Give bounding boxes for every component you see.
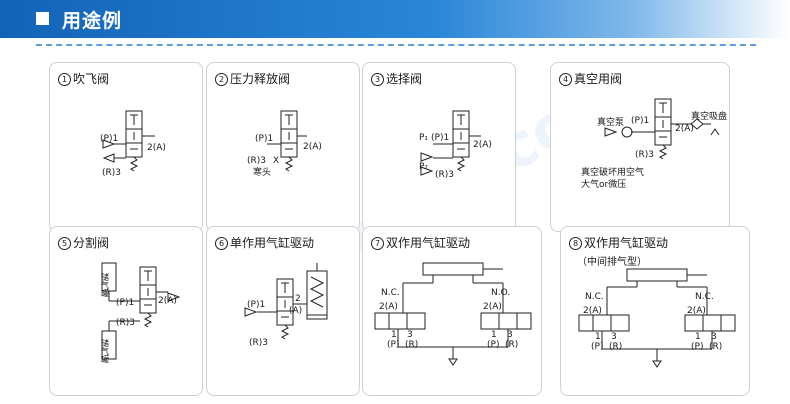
split-valve-diagram: 储气罐 储气罐 (P)1 2(A) (R)3 [101,262,181,364]
svg-text:(P)1: (P)1 [247,300,265,310]
svg-text:储气罐: 储气罐 [101,272,110,298]
svg-text:N.C.: N.C. [585,292,604,302]
svg-text:大气or微压: 大气or微压 [581,178,626,190]
svg-text:3: 3 [407,330,413,340]
svg-text:(P)1: (P)1 [100,134,118,144]
svg-text:N.C.: N.C. [695,292,714,302]
card-subtitle: （中间排气型） [577,257,647,268]
svg-text:(R)3: (R)3 [249,338,268,348]
svg-text:2: 2 [295,294,301,304]
svg-text:(R)3: (R)3 [435,170,454,180]
dashed-divider [36,44,756,46]
section-title: 用途例 [62,10,123,32]
svg-text:寒头: 寒头 [253,166,271,178]
svg-text:2(A): 2(A) [147,143,166,153]
svg-text:(R)3: (R)3 [116,318,135,328]
svg-text:2(A): 2(A) [158,296,177,306]
svg-text:3: 3 [507,330,513,340]
svg-text:(P): (P) [591,342,603,352]
svg-text:(R)3: (R)3 [247,156,266,166]
svg-text:储气罐: 储气罐 [101,338,110,364]
pressure-relief-diagram: (P)1 2(A) (R)3 X 寒头 [247,110,322,178]
vacuum-valve-diagram: 真空泵 (P)1 2(A) (R)3 真空吸盘 真空破坏用空气 大气or微压 [581,98,727,190]
svg-text:(P)1: (P)1 [631,116,649,126]
svg-text:X: X [273,156,279,166]
svg-text:2(A): 2(A) [687,306,706,316]
svg-text:(P)1: (P)1 [431,133,449,143]
center-exhaust-diagram: N.C. N.C. 2(A) 2(A) 1 3 (P) (R) 1 3 (P) … [578,268,736,368]
header-square-icon [36,12,49,25]
svg-text:2(A): 2(A) [473,140,492,150]
svg-text:1: 1 [695,332,701,342]
svg-text:(R): (R) [505,340,518,350]
svg-text:(P)1: (P)1 [255,134,273,144]
svg-text:P₁: P₁ [419,133,428,143]
svg-text:2(A): 2(A) [483,302,502,312]
svg-text:2(A): 2(A) [675,124,694,134]
svg-text:1: 1 [595,332,601,342]
svg-text:2(A): 2(A) [303,142,322,152]
svg-text:(P)1: (P)1 [116,298,134,308]
svg-text:2(A): 2(A) [583,306,602,316]
double-acting-diagram: N.C. N.O. 2(A) 2(A) 1 3 (P) (R) 1 3 (P) … [374,262,532,366]
svg-text:2(A): 2(A) [379,302,398,312]
svg-text:N.O.: N.O. [491,288,510,298]
svg-text:3: 3 [611,332,617,342]
svg-text:3: 3 [711,332,717,342]
svg-text:(R)3: (R)3 [635,150,654,160]
svg-text:N.C.: N.C. [381,288,400,298]
card-number: 1 [58,73,71,86]
svg-text:真空吸盘: 真空吸盘 [691,110,727,122]
svg-text:(R): (R) [609,342,622,352]
svg-text:(A): (A) [289,306,302,316]
svg-text:(R): (R) [405,340,418,350]
svg-text:(R)3: (R)3 [102,168,121,178]
svg-text:1: 1 [391,330,397,340]
section-header: 用途例 [0,0,790,38]
blow-valve-diagram: (P)1 2(A) (R)3 [100,110,166,178]
svg-text:(P): (P) [387,340,399,350]
svg-text:(P): (P) [691,342,703,352]
single-acting-diagram: (P)1 2 (A) (R)3 [244,263,328,348]
svg-text:(P): (P) [487,340,499,350]
svg-text:(R): (R) [709,342,722,352]
selector-valve-diagram: P₁ (P)1 2(A) P₂ (R)3 [419,110,492,180]
svg-text:1: 1 [491,330,497,340]
svg-text:真空破坏用空气: 真空破坏用空气 [581,166,644,178]
svg-text:真空泵: 真空泵 [597,116,624,128]
svg-text:P₂: P₂ [419,162,428,172]
